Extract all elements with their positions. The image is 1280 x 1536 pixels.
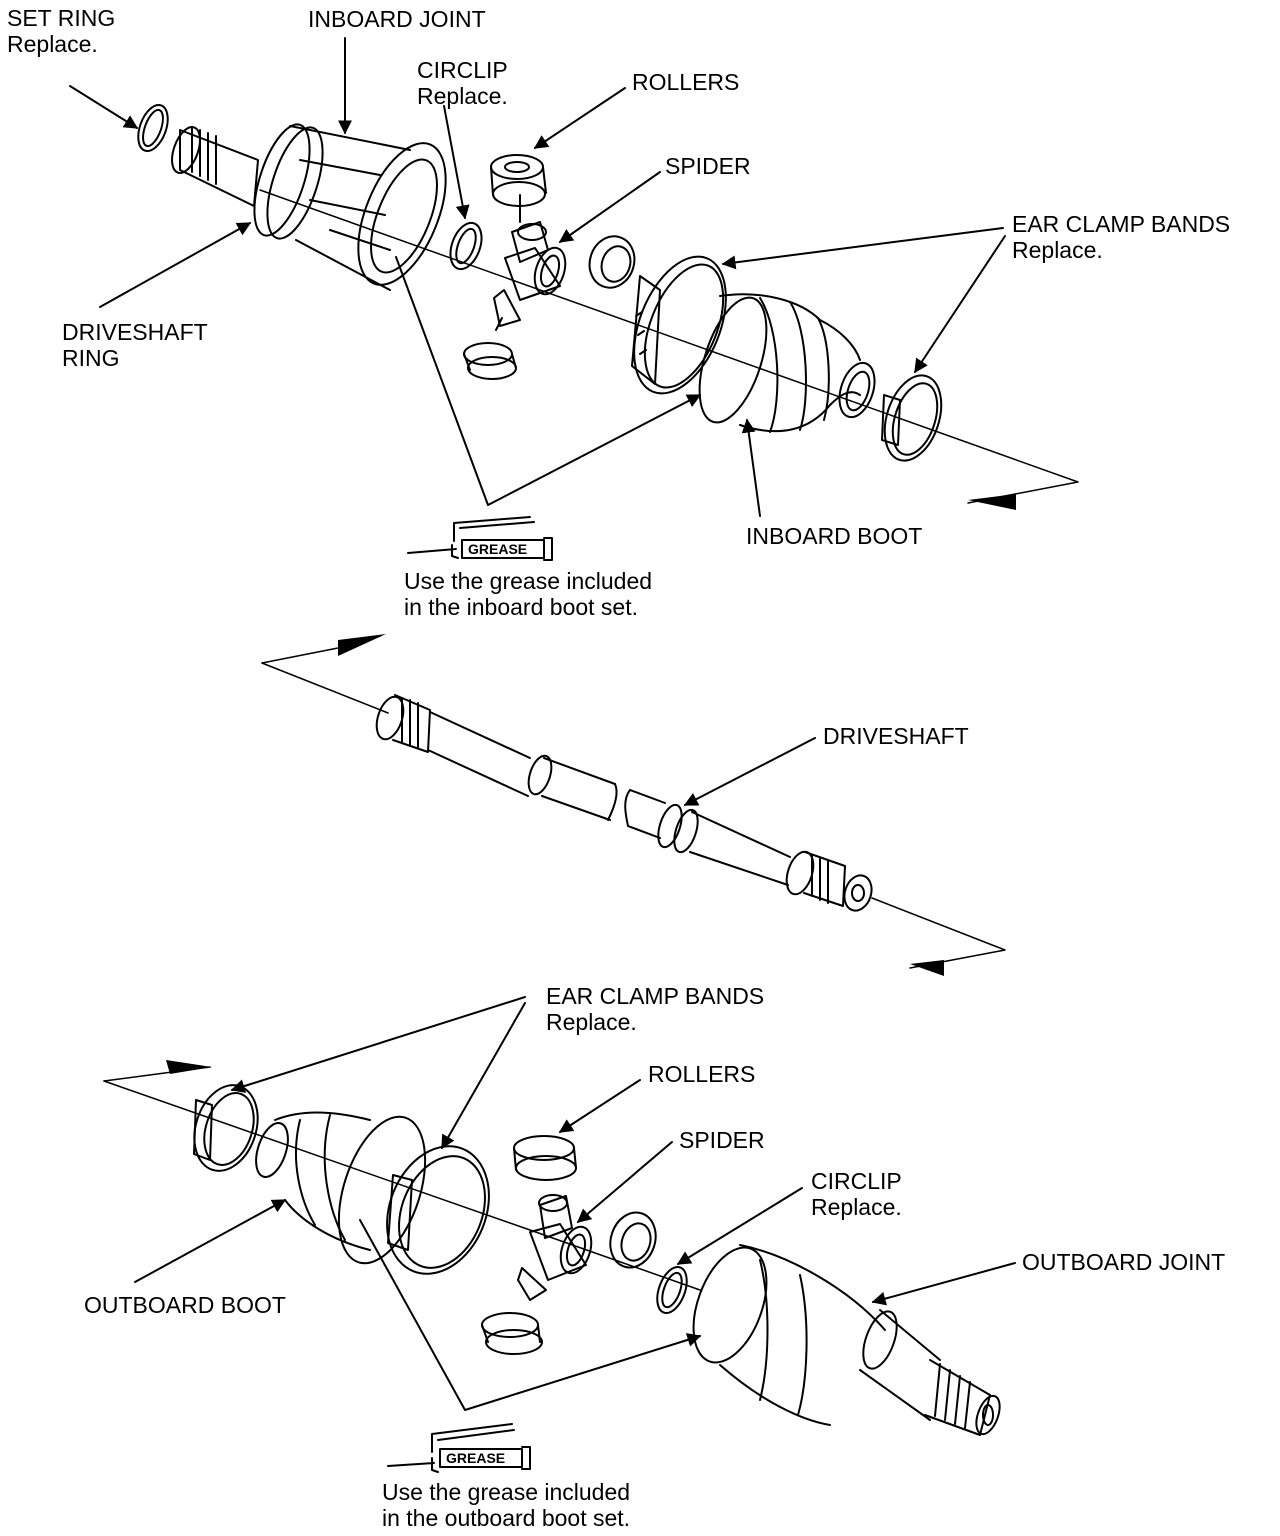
label-circlip-top-note: Replace. xyxy=(417,83,508,109)
label-grease-bottom: Use the grease included in the outboard … xyxy=(382,1479,630,1531)
label-ear-clamp-bottom: EAR CLAMP BANDS Replace. xyxy=(546,983,764,1035)
label-outboard-boot: OUTBOARD BOOT xyxy=(84,1292,286,1318)
label-inboard-joint-name: INBOARD JOINT xyxy=(308,6,486,32)
label-ear-clamp-top-name: EAR CLAMP BANDS xyxy=(1012,211,1231,237)
label-grease-bottom-line2: in the outboard boot set. xyxy=(382,1505,631,1531)
label-outboard-boot-name: OUTBOARD BOOT xyxy=(84,1292,286,1318)
label-ear-clamp-bottom-name: EAR CLAMP BANDS xyxy=(546,983,765,1009)
label-grease-top-line2: in the inboard boot set. xyxy=(404,594,638,620)
label-circlip-top: CIRCLIP Replace. xyxy=(417,57,508,109)
inboard-joint-housing xyxy=(253,123,447,291)
label-ear-clamp-top: EAR CLAMP BANDS Replace. xyxy=(1012,211,1230,263)
label-ear-clamp-bottom-note: Replace. xyxy=(546,1009,637,1035)
label-set-ring-name: SET RING xyxy=(7,5,116,31)
ear-clamp-band-top-large xyxy=(631,255,727,395)
label-driveshaft: DRIVESHAFT xyxy=(823,723,969,749)
rollers-bottom xyxy=(481,1135,657,1355)
label-grease-top: Use the grease included in the inboard b… xyxy=(404,568,652,620)
label-circlip-bottom-note: Replace. xyxy=(811,1194,902,1220)
set-ring xyxy=(137,104,169,152)
grease-icon-text-bottom: GREASE xyxy=(446,1450,506,1466)
label-driveshaft-ring-line1: DRIVESHAFT xyxy=(62,319,208,345)
label-circlip-bottom-name: CIRCLIP xyxy=(811,1168,902,1194)
label-grease-bottom-line1: Use the grease included xyxy=(382,1479,631,1505)
label-circlip-top-name: CIRCLIP xyxy=(417,57,508,83)
driveshaft-shape xyxy=(261,634,1006,976)
grease-icon-bottom xyxy=(387,1423,531,1473)
ear-clamp-band-top-small xyxy=(881,374,943,462)
label-rollers-top: ROLLERS xyxy=(632,69,739,95)
label-set-ring-note: Replace. xyxy=(7,31,98,57)
label-rollers-bottom-name: ROLLERS xyxy=(648,1061,756,1087)
label-driveshaft-ring-line2: RING xyxy=(62,345,120,371)
inboard-joint-stub xyxy=(171,126,259,207)
spider-bottom xyxy=(517,1194,593,1301)
label-rollers-top-name: ROLLERS xyxy=(632,69,740,95)
label-outboard-joint: OUTBOARD JOINT xyxy=(1022,1249,1225,1275)
label-driveshaft-name: DRIVESHAFT xyxy=(823,723,969,749)
spider-top xyxy=(493,194,567,331)
circlip-bottom xyxy=(656,1266,688,1314)
label-spider-top: SPIDER xyxy=(665,153,751,179)
label-spider-bottom: SPIDER xyxy=(679,1127,765,1153)
label-inboard-boot-name: INBOARD BOOT xyxy=(746,523,923,549)
grease-icon-text-top: GREASE xyxy=(468,541,528,557)
label-rollers-bottom: ROLLERS xyxy=(648,1061,755,1087)
outboard-joint xyxy=(692,1244,1001,1436)
circlip-top xyxy=(449,221,483,271)
label-ear-clamp-top-note: Replace. xyxy=(1012,237,1103,263)
label-spider-bottom-name: SPIDER xyxy=(679,1127,765,1153)
label-grease-top-line1: Use the grease included xyxy=(404,568,653,594)
label-circlip-bottom: CIRCLIP Replace. xyxy=(811,1168,902,1220)
outboard-boot xyxy=(255,1111,427,1265)
label-set-ring: SET RING Replace. xyxy=(7,5,115,57)
label-inboard-boot: INBOARD BOOT xyxy=(746,523,922,549)
grease-icon-top xyxy=(407,516,553,561)
label-driveshaft-ring: DRIVESHAFT RING xyxy=(62,319,208,371)
inboard-boot xyxy=(698,293,876,433)
label-inboard-joint: INBOARD JOINT xyxy=(308,6,486,32)
ear-clamp-band-bottom-large xyxy=(386,1145,490,1275)
label-outboard-joint-name: OUTBOARD JOINT xyxy=(1022,1249,1226,1275)
rollers-top xyxy=(463,154,636,380)
label-spider-top-name: SPIDER xyxy=(665,153,751,179)
